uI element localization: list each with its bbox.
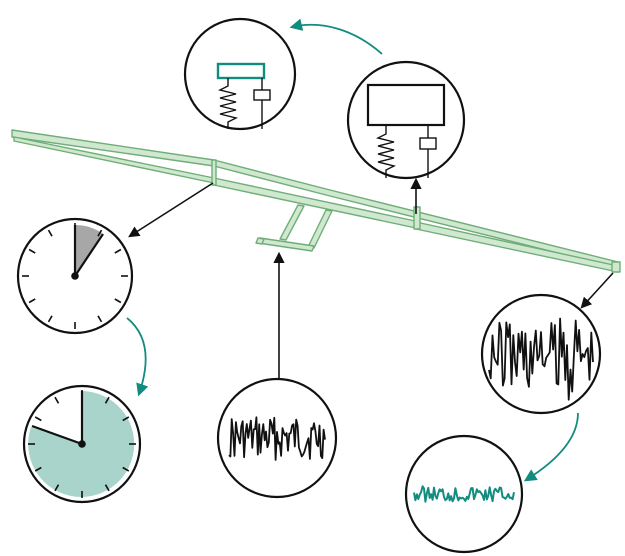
clock-tick	[47, 315, 53, 323]
spring-large	[375, 125, 397, 178]
waveform-input-line	[228, 416, 326, 461]
truss-lower-member	[213, 177, 421, 229]
clock-tick	[104, 484, 110, 492]
spring-small	[217, 78, 239, 129]
damper-cylinder-small	[253, 89, 271, 101]
clock-tick	[28, 298, 36, 304]
arrow-truss-to-clock	[128, 182, 214, 238]
clock-tick	[47, 229, 53, 237]
clock-tick	[114, 248, 122, 254]
clock-tick	[122, 416, 130, 422]
arrow-clock-to-clock	[126, 317, 149, 397]
clock-wedge	[75, 225, 102, 276]
spring-damper-icon	[346, 60, 466, 180]
clock-tick	[114, 298, 122, 304]
clock-tick	[104, 396, 110, 404]
arrow-response-to-response	[523, 412, 579, 482]
waveform-response-line	[488, 317, 594, 401]
truss-stub-right-leg	[307, 209, 333, 249]
mass-block-small	[216, 62, 266, 80]
truss-bottom-chord-right	[415, 221, 619, 273]
truss-end-cap	[611, 261, 621, 273]
clock-hand-hour	[31, 424, 83, 446]
clock-ticks	[22, 223, 128, 329]
waveform-damped-line	[413, 485, 515, 503]
spring-damper-icon	[183, 17, 297, 131]
arrow-truss-end-to-response	[580, 272, 614, 309]
mass-block-large	[366, 83, 446, 127]
clock-tick	[34, 466, 42, 472]
truss-structure	[11, 129, 621, 273]
damper-cylinder-large	[419, 137, 437, 150]
clock-tick	[54, 484, 60, 492]
truss-stub-left-leg	[279, 204, 305, 241]
truss-post-right	[413, 206, 421, 230]
clock-icon	[22, 384, 142, 504]
clock-tick	[34, 416, 42, 422]
clock-tick	[122, 466, 130, 472]
waveform-icon	[404, 434, 524, 554]
waveform-icon	[480, 293, 602, 415]
clock-icon	[16, 217, 134, 335]
clock-tick	[28, 248, 36, 254]
clock-tick	[54, 396, 60, 404]
clock-tick	[97, 229, 103, 237]
clock-tick	[97, 315, 103, 323]
clock-hand-hour	[74, 233, 104, 277]
arrow-damper-to-damper	[289, 18, 383, 55]
waveform-icon	[216, 377, 338, 499]
truss-post-left	[211, 159, 217, 186]
arrows	[126, 18, 614, 482]
truss-stub-left-vert	[255, 237, 265, 245]
clock-ticks	[28, 390, 136, 498]
